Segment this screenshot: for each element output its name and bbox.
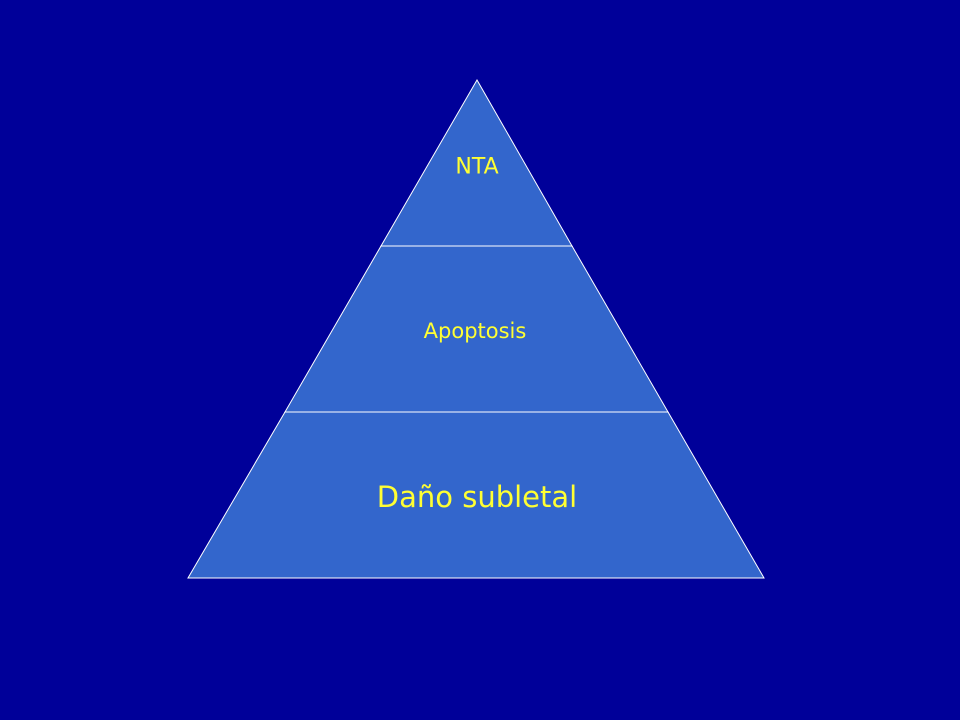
pyramid-tier-bottom [187, 411, 765, 579]
tier-label-middle: Apoptosis [423, 319, 527, 343]
tier-label-top: NTA [455, 154, 499, 180]
tier-label-bottom: Daño subletal [376, 480, 578, 514]
